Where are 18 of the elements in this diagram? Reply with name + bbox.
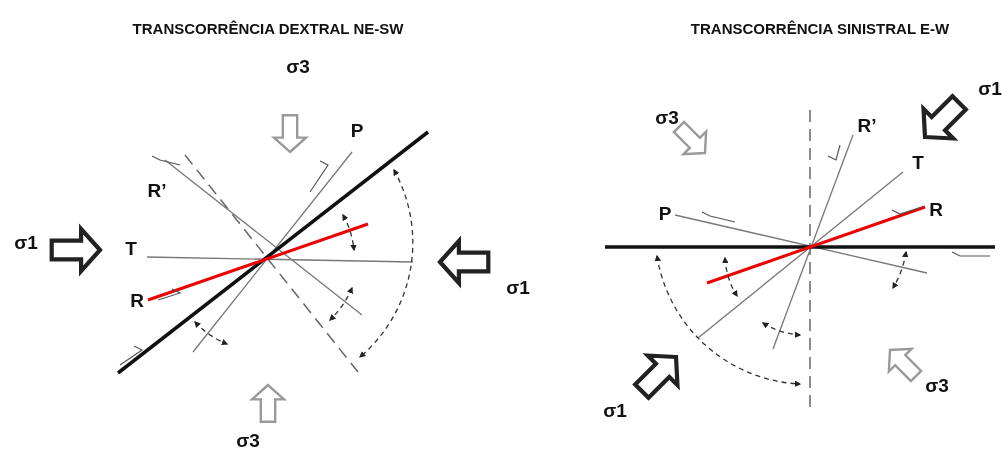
stress-label: σ3 [655, 107, 679, 127]
stress-label: T [912, 152, 924, 172]
stress-label: P [350, 120, 364, 140]
stress-label: σ1 [603, 400, 627, 420]
stress-label: σ1 [978, 78, 1002, 98]
stress-label: σ3 [236, 430, 260, 450]
stress-label: σ3 [286, 56, 310, 76]
stress-label: R’ [147, 180, 167, 200]
stress-label: T [125, 238, 137, 258]
stress-label: σ3 [925, 375, 949, 395]
stress-label: σ1 [14, 232, 38, 252]
stress-label: R [929, 199, 943, 219]
stress-label: σ1 [506, 277, 530, 297]
stress-label: R’ [857, 115, 877, 135]
panel-title: TRANSCORRÊNCIA SINISTRAL E-W [690, 20, 950, 36]
stress-label: R [130, 290, 144, 310]
panel-title: TRANSCORRÊNCIA DEXTRAL NE-SW [132, 20, 404, 36]
stress-label: P [658, 203, 672, 223]
